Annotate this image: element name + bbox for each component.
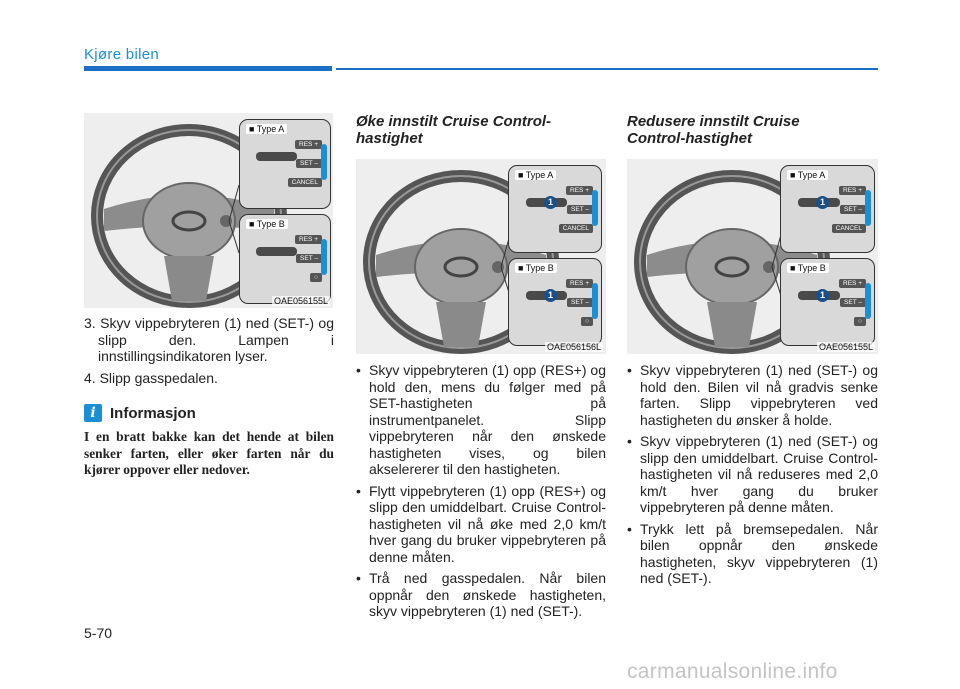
list-item: •Skyv vippebryteren (1) ned (SET-) og sl… (627, 433, 878, 515)
switch-button-label: CANCEL (558, 224, 593, 233)
bullet-text: Skyv vippebryteren (1) opp (RES+) og hol… (369, 362, 606, 477)
arrow-icon (592, 190, 598, 226)
inset-type-a: ■ Type A RES + SET – CANCEL 1 (780, 165, 875, 253)
arrow-icon (865, 283, 871, 319)
decrease-bullet-list: •Skyv vippebryteren (1) ned (SET-) og ho… (627, 362, 878, 592)
steps-list: 3. Skyv vippebryteren (1) ned (SET-) og … (84, 315, 334, 391)
inset-type-a: ■ Type A RES + SET – CANCEL (239, 119, 331, 209)
switch-button-label: RES + (566, 279, 593, 288)
inset-type-b: ■ Type B RES + SET – ○ (239, 214, 331, 304)
inset-label-type-b: ■ Type B (787, 263, 829, 273)
callout-number: 1 (544, 196, 557, 209)
switch-button-label: SET – (567, 298, 593, 307)
inset-type-a: ■ Type A RES + SET – CANCEL 1 (508, 165, 602, 253)
steering-wheel-figure-2: ■ Type A RES + SET – CANCEL 1 ■ Type B RES … (356, 159, 606, 354)
switch-button-label: RES + (839, 186, 866, 195)
switch-button-label: ○ (310, 273, 322, 282)
list-item: 3. Skyv vippebryteren (1) ned (SET-) og … (84, 315, 334, 365)
section-title-increase: Øke innstilt Cruise Control-hastighet (356, 113, 552, 147)
header-rule-thick (84, 66, 332, 71)
switch-button-label: CANCEL (831, 224, 866, 233)
list-item: •Trå ned gasspedalen. Når bilen oppnår d… (356, 570, 606, 619)
steering-wheel-figure-3: ■ Type A RES + SET – CANCEL 1 ■ Type B RES … (627, 159, 878, 354)
inset-label-type-a: ■ Type A (787, 170, 829, 180)
switch-button-label: ○ (854, 317, 866, 326)
section-title-decrease: Redusere innstilt Cruise Control-hastigh… (627, 113, 800, 147)
page-number: 5-70 (84, 625, 113, 641)
steering-wheel-illustration (91, 124, 287, 308)
lever-switch (256, 152, 297, 161)
section-header-title: Kjøre bilen (84, 46, 159, 63)
list-item: •Skyv vippebryteren (1) opp (RES+) og ho… (356, 362, 606, 477)
switch-button-label: RES + (566, 186, 593, 195)
switch-button-label: SET – (840, 298, 866, 307)
bullet-text: Skyv vippebryteren (1) ned (SET-) og sli… (640, 433, 878, 515)
callout-number: 1 (816, 196, 829, 209)
header-rule-thin (336, 68, 878, 70)
switch-button-label: RES + (295, 140, 322, 149)
switch-button-label: SET – (567, 205, 593, 214)
figure-code: OAE056156L (544, 342, 603, 352)
list-item: •Skyv vippebryteren (1) ned (SET-) og ho… (627, 362, 878, 428)
step-text: Slipp gasspedalen. (99, 369, 218, 386)
arrow-icon (865, 190, 871, 226)
switch-button-label: SET – (296, 254, 322, 263)
inset-type-b: ■ Type B RES + SET – ○ 1 (508, 258, 602, 346)
info-body: I en bratt bakke kan det hende at bilen … (84, 429, 334, 477)
steering-wheel-figure-1: ■ Type A RES + SET – CANCEL ■ Type B RES +… (84, 113, 333, 308)
bullet-text: Trå ned gasspedalen. Når bilen oppnår de… (369, 570, 606, 619)
step-marker: 3. (84, 315, 96, 331)
step-text: Skyv vippebryteren (1) ned (SET-) og sli… (98, 315, 334, 364)
callout-number: 1 (816, 289, 829, 302)
inset-label-type-a: ■ Type A (515, 170, 557, 180)
switch-button-label: SET – (840, 205, 866, 214)
arrow-icon (592, 283, 598, 319)
bullet-text: Trykk lett på bremsepedalen. Når bilen o… (640, 520, 878, 587)
inset-label-type-b: ■ Type B (246, 219, 288, 229)
inset-type-b: ■ Type B RES + SET – ○ 1 (780, 258, 875, 346)
increase-bullet-list: •Skyv vippebryteren (1) opp (RES+) og ho… (356, 362, 606, 625)
switch-button-label: CANCEL (287, 178, 322, 187)
inset-label-type-a: ■ Type A (246, 124, 288, 134)
bullet-text: Flytt vippebryteren (1) opp (RES+) og sl… (369, 482, 606, 565)
bullet-text: Skyv vippebryteren (1) ned (SET-) og hol… (640, 362, 878, 428)
inset-label-type-b: ■ Type B (515, 263, 557, 273)
figure-code: OAE056155L (271, 296, 330, 306)
switch-button-label: ○ (581, 317, 593, 326)
info-icon: i (84, 404, 102, 422)
arrow-icon (321, 239, 327, 275)
switch-button-label: RES + (839, 279, 866, 288)
info-heading: i Informasjon (84, 404, 196, 422)
list-item: •Flytt vippebryteren (1) opp (RES+) og s… (356, 482, 606, 565)
arrow-icon (321, 144, 327, 180)
lever-switch (256, 247, 297, 256)
step-marker: 4. (84, 369, 96, 386)
switch-button-label: RES + (295, 235, 322, 244)
callout-number: 1 (544, 289, 557, 302)
figure-code: OAE056155L (816, 342, 875, 352)
switch-button-label: SET – (296, 159, 322, 168)
watermark: carmanualsonline.info (627, 660, 838, 683)
list-item: 4. Slipp gasspedalen. (84, 370, 334, 387)
list-item: •Trykk lett på bremsepedalen. Når bilen … (627, 520, 878, 587)
info-title: Informasjon (110, 404, 196, 422)
